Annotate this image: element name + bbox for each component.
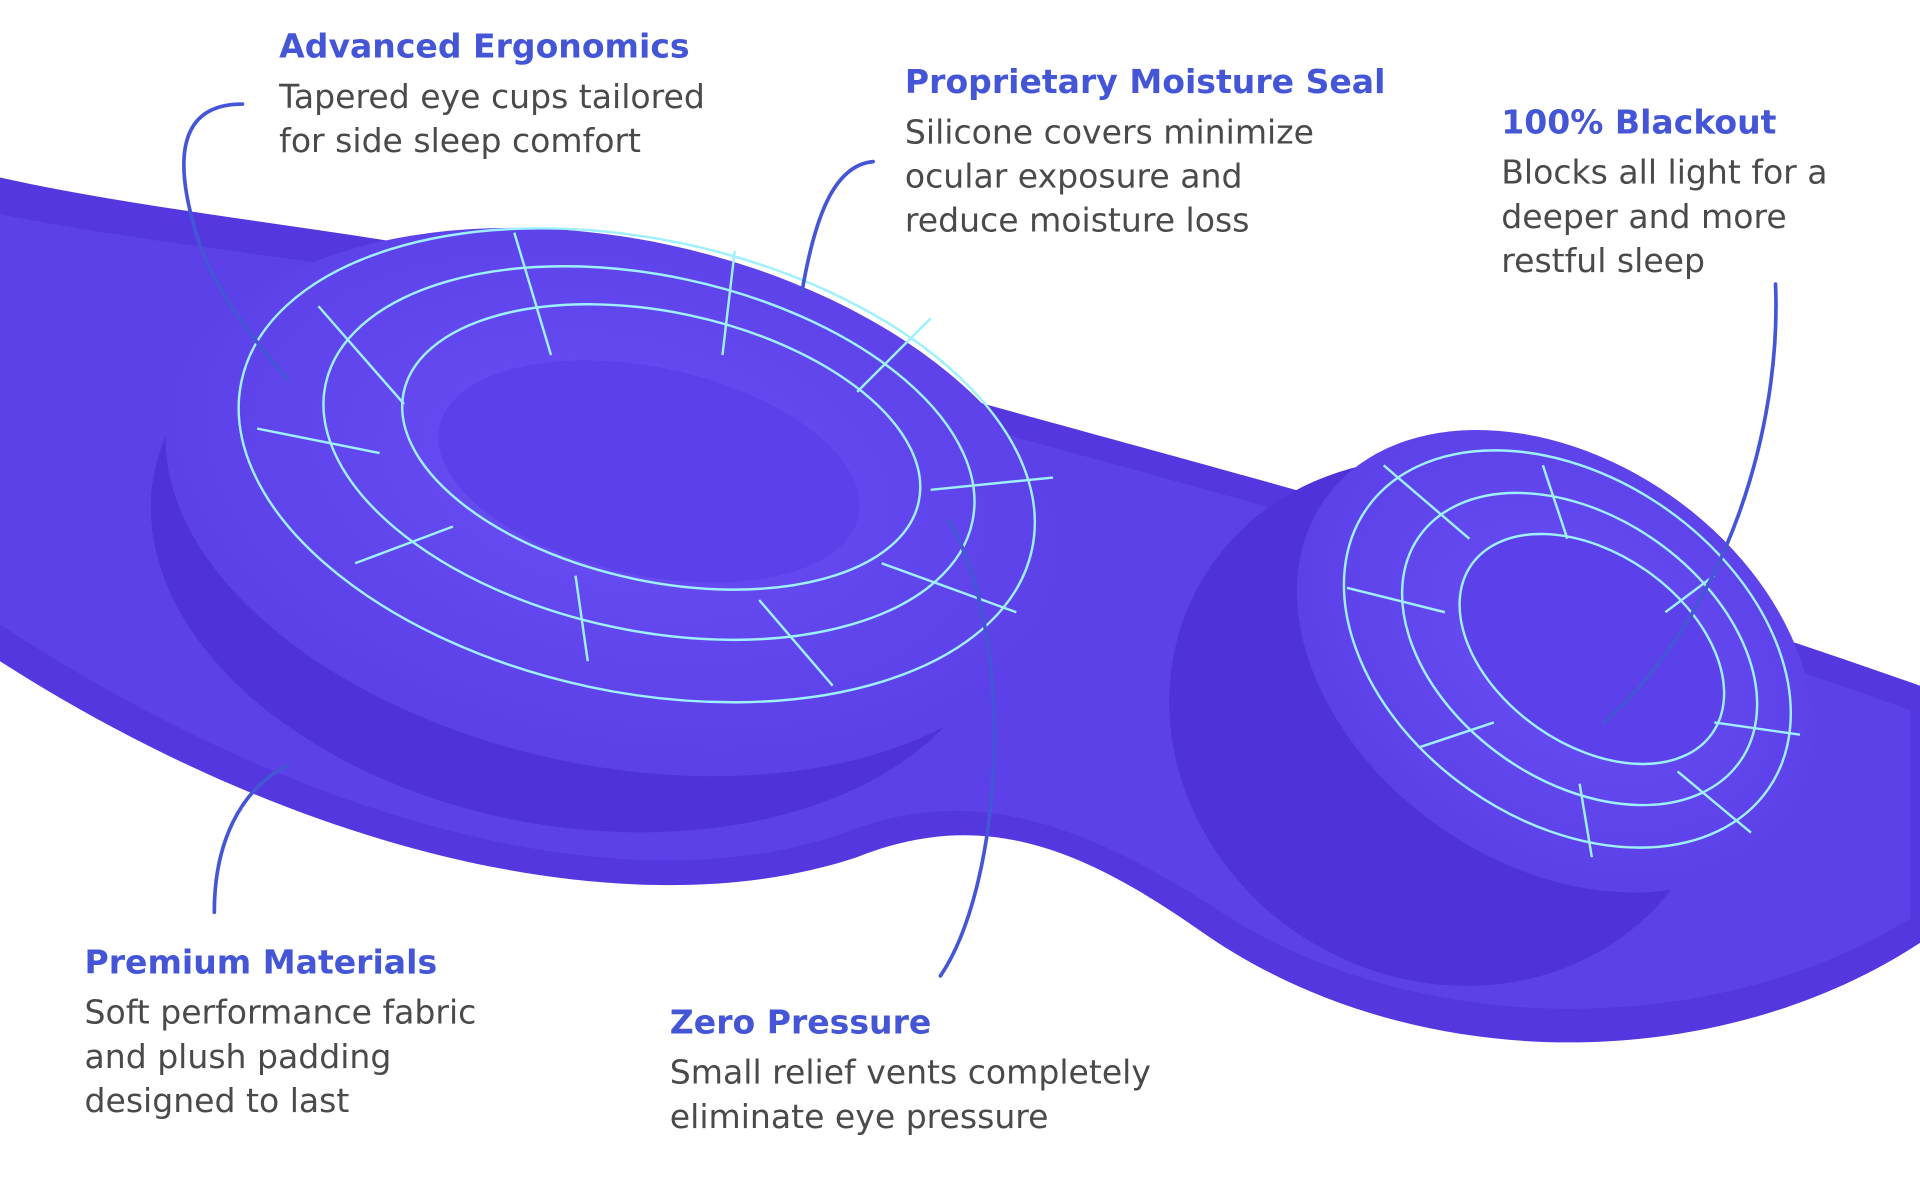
callout-text: Silicone covers minimize (904, 113, 1314, 152)
callout-moisture-seal: Proprietary Moisture Seal Silicone cover… (905, 62, 1386, 243)
callout-text: eliminate eye pressure (669, 1098, 1049, 1137)
callout-text: and plush padding (84, 1038, 392, 1077)
callout-text: Tapered eye cups tailored (279, 78, 705, 117)
callout-title: Premium Materials (84, 944, 438, 983)
callout-title: Advanced Ergonomics (279, 28, 690, 67)
callout-title: Proprietary Moisture Seal (904, 63, 1386, 102)
blackout-pointer (1602, 282, 1778, 725)
callout-text: deeper and more (1501, 198, 1787, 237)
callout-text: Blocks all light for a (1501, 154, 1828, 193)
callout-ergonomics: Advanced Ergonomics Tapered eye cups tai… (279, 27, 705, 164)
left-eye-cup (150, 227, 1059, 833)
callout-zero-pressure: Zero Pressure Small relief vents complet… (670, 1003, 1151, 1140)
materials-pointer (212, 763, 290, 915)
right-eye-cup (1169, 429, 1814, 986)
callout-title: 100% Blackout (1501, 104, 1777, 143)
callout-lines (182, 102, 1778, 978)
callout-title: Zero Pressure (669, 1004, 932, 1043)
callout-text: restful sleep (1501, 242, 1706, 281)
ergonomics-pointer (182, 102, 290, 382)
callout-text: Soft performance fabric (84, 994, 477, 1033)
callout-text: for side sleep comfort (279, 122, 642, 161)
pressure-pointer (938, 518, 996, 978)
callout-materials: Premium Materials Soft performance fabri… (84, 943, 476, 1124)
callout-text: ocular exposure and (904, 157, 1243, 196)
callout-text: designed to last (84, 1082, 350, 1121)
moisture-pointer (800, 159, 875, 294)
callout-blackout: 100% Blackout Blocks all light for a dee… (1501, 103, 1827, 284)
callout-text: Small relief vents completely (669, 1054, 1151, 1093)
callout-text: reduce moisture loss (904, 202, 1250, 241)
